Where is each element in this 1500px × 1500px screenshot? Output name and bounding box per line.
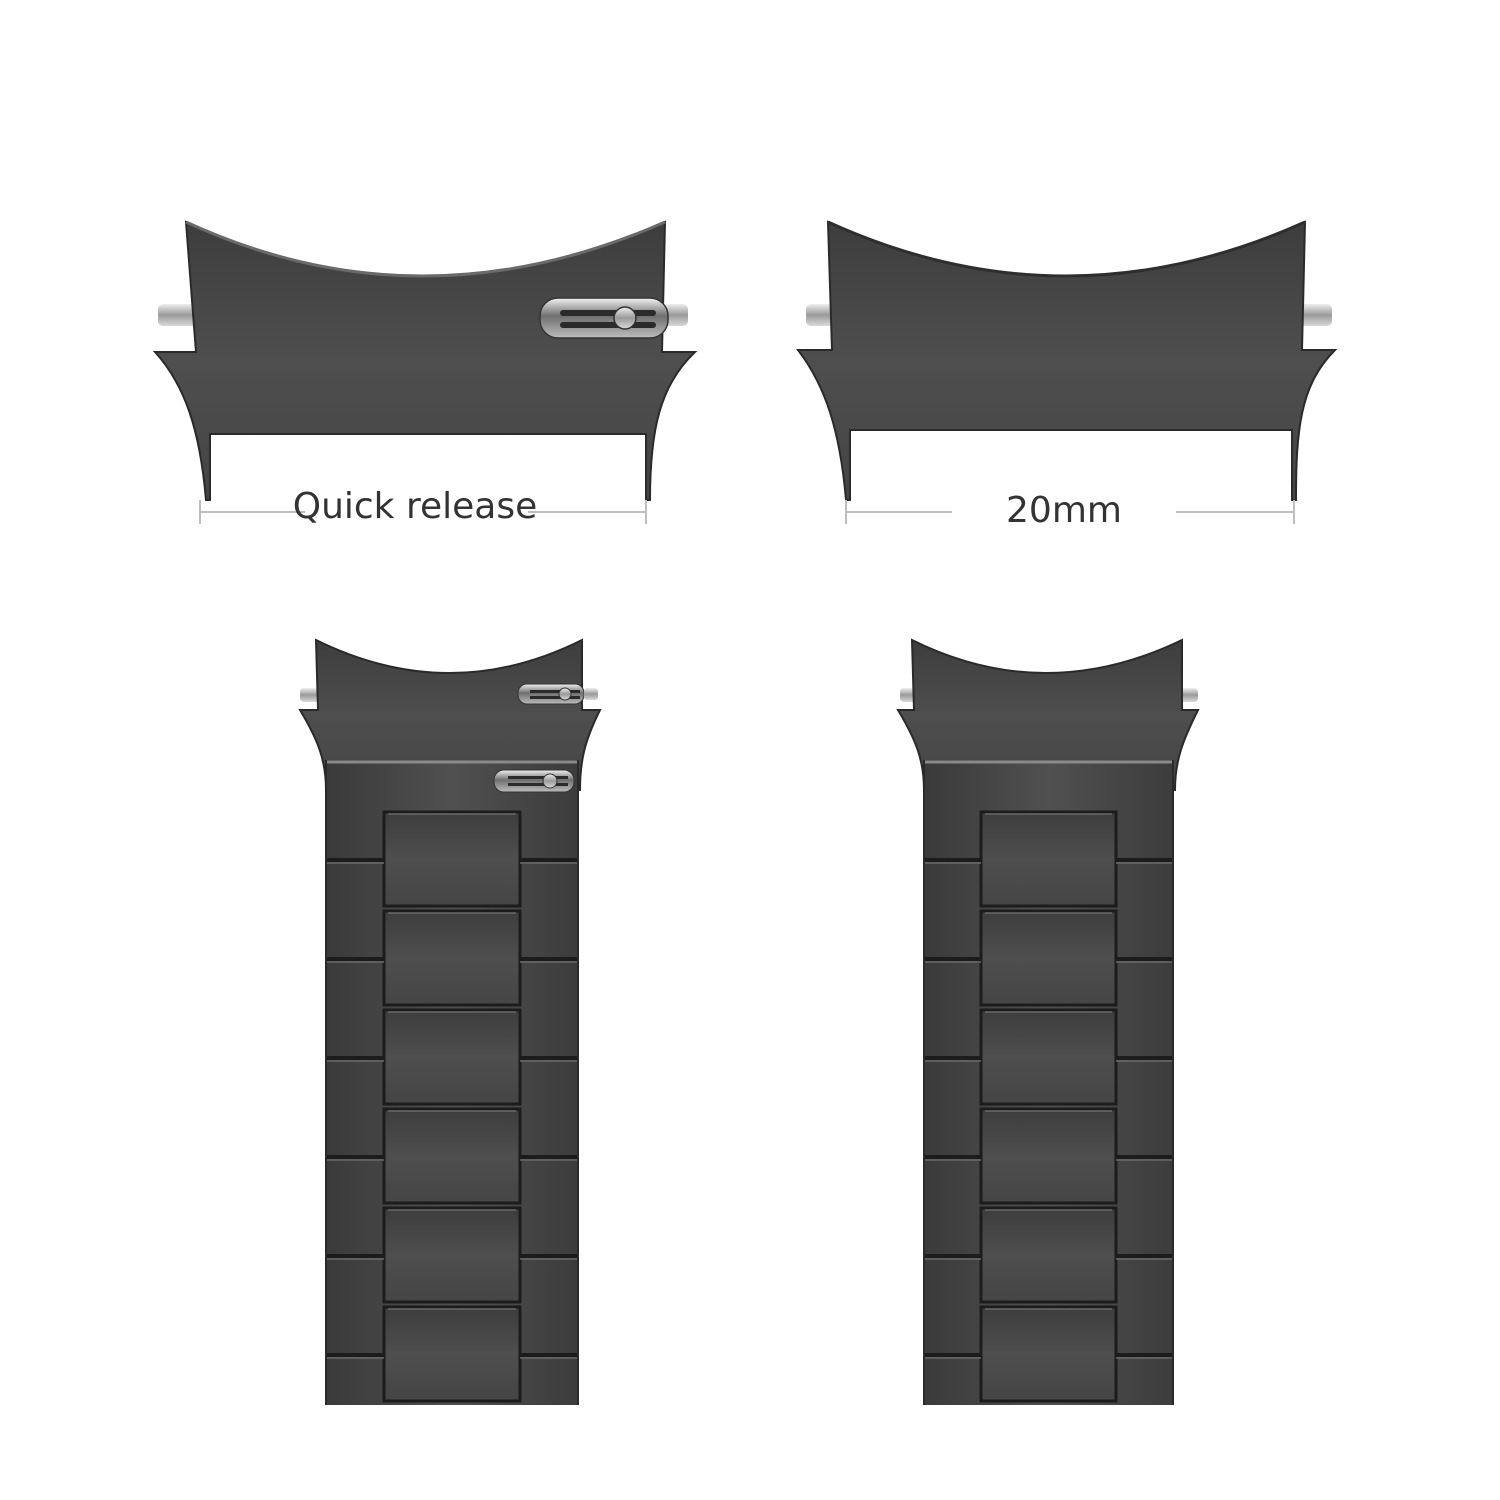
connector-body (795, 220, 1338, 501)
center-link (382, 1305, 522, 1403)
band-end-piece (896, 638, 1200, 791)
spring-bar-pin-right (1180, 688, 1198, 702)
quick-release-lever-icon (517, 683, 598, 705)
center-link (382, 909, 522, 1007)
center-link (979, 1305, 1118, 1403)
center-link (382, 810, 522, 908)
bracelet-links (325, 760, 579, 1405)
band-end-piece (298, 638, 602, 791)
center-link (382, 1107, 522, 1205)
center-link (979, 1008, 1118, 1106)
quick-release-label: Quick release (293, 486, 538, 527)
center-link (382, 1008, 522, 1106)
quick-release-lever-icon (539, 297, 669, 339)
center-link (979, 1107, 1118, 1205)
spring-bar-pin-right (664, 304, 688, 326)
quick-release-lever-icon (493, 769, 575, 793)
center-link (979, 1206, 1118, 1304)
dimension-width: 20mm (845, 490, 1295, 531)
band-plain (896, 638, 1200, 1405)
connector-plain (795, 220, 1338, 501)
center-link (979, 810, 1118, 908)
band-quick-release (298, 638, 602, 1405)
spring-bar-pin-right (1298, 304, 1332, 326)
spring-bar-pin-left (158, 304, 198, 326)
center-link (979, 909, 1118, 1007)
dimension-quick-release: Quick release (199, 486, 647, 527)
width-label: 20mm (1006, 490, 1122, 531)
connector-quick-release (152, 220, 698, 501)
center-link (382, 1206, 522, 1304)
bracelet-links (923, 760, 1174, 1405)
connector-body (152, 220, 698, 501)
